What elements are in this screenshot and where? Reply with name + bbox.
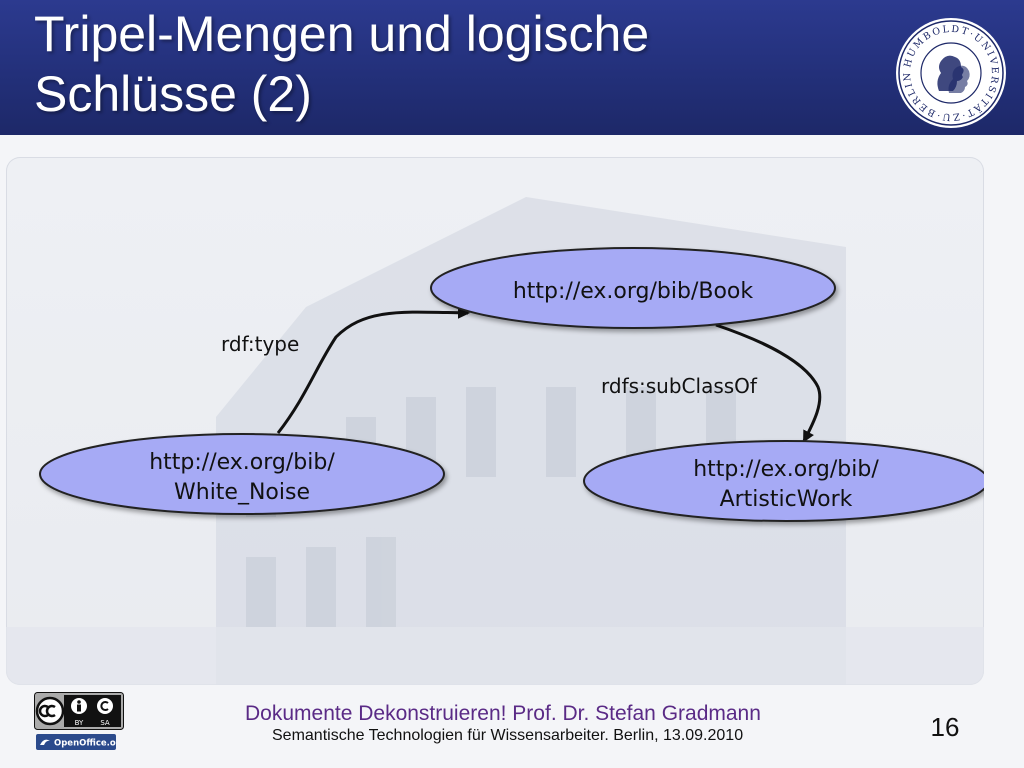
node-white-noise: http://ex.org/bib/ White_Noise [39, 433, 445, 515]
page-number: 16 [930, 712, 960, 742]
openoffice-gull-icon [40, 739, 50, 745]
node-artistic-work: http://ex.org/bib/ ArtisticWork [583, 440, 984, 522]
title-band: Tripel-Mengen und logische Schlüsse (2) … [0, 0, 1024, 135]
node-book-label: http://ex.org/bib/Book [513, 279, 754, 304]
diagram-panel: rdf:type rdfs:subClassOf http://ex.org/b… [6, 157, 984, 685]
slide-title-line-2: Schlüsse (2) [34, 66, 312, 122]
footer-event-line: Semantische Technologien für Wissensarbe… [272, 727, 744, 744]
node-book: http://ex.org/bib/Book [430, 247, 836, 329]
rdf-graph-diagram: rdf:type rdfs:subClassOf http://ex.org/b… [39, 247, 984, 522]
cc-by-label: BY [75, 719, 84, 727]
university-seal-logo: HUMBOLDT·UNIVERSITÄT·ZU·BERLIN· [895, 17, 1006, 128]
node-artistic-work-label-line-1: http://ex.org/bib/ [693, 457, 879, 482]
edge-rdf-type [276, 306, 470, 434]
cc-sa-label: SA [100, 719, 110, 727]
node-artistic-work-label-line-2: ArtisticWork [720, 487, 853, 512]
openoffice-badge: OpenOffice.org [36, 734, 116, 750]
cc-by-sa-badge: BY SA [34, 692, 124, 730]
node-book-shape [430, 247, 836, 329]
share-alike-icon [97, 698, 113, 714]
node-white-noise-label-line-1: http://ex.org/bib/ [149, 450, 335, 475]
edge-label-rdf-type: rdf:type [221, 332, 299, 356]
slide-title: Tripel-Mengen und logische Schlüsse (2) [34, 4, 874, 124]
node-white-noise-shape [39, 433, 445, 515]
node-artistic-work-shape [583, 440, 984, 522]
node-white-noise-label-line-2: White_Noise [174, 480, 310, 505]
openoffice-label: OpenOffice.org [54, 739, 116, 749]
creative-commons-icon [35, 696, 65, 726]
footer-presenter-line: Dokumente Dekonstruieren! Prof. Dr. Stef… [245, 702, 761, 725]
edge-label-rdfs-subclassof: rdfs:subClassOf [601, 374, 758, 398]
edge-rdfs-subclassof [715, 323, 822, 443]
slide-title-line-1: Tripel-Mengen und logische [34, 6, 650, 62]
attribution-icon [71, 698, 87, 714]
